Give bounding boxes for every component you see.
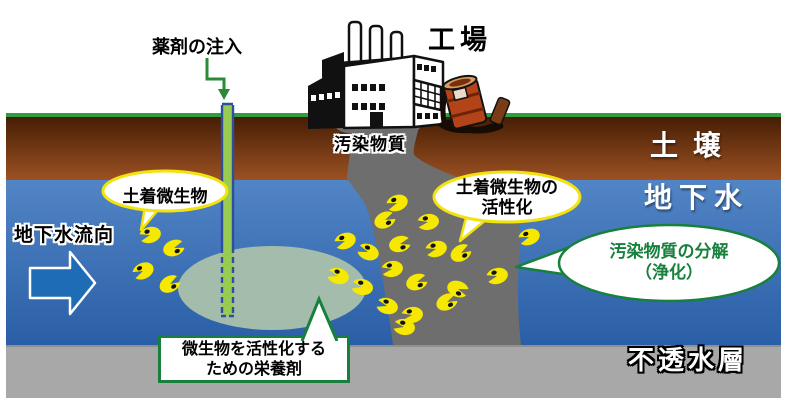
microbe-icon — [389, 235, 411, 253]
microbe-icon — [163, 239, 185, 257]
pollutant-label: 汚染物質 — [334, 135, 406, 155]
injection-pipe — [220, 102, 235, 318]
microbe-icon — [447, 280, 469, 298]
nutrient-pointer-icon — [300, 295, 339, 341]
microbe-icon — [327, 267, 349, 285]
microbe-icon — [334, 232, 356, 250]
microbe-icon — [357, 243, 379, 261]
microbe-icon — [386, 194, 408, 212]
flow-arrow-icon — [28, 250, 97, 316]
barrel-icon — [442, 74, 488, 130]
microbe-icon — [425, 240, 447, 258]
microbe-icon — [351, 278, 373, 296]
speech-bubble-native-microbes — [101, 169, 229, 232]
factory-icon — [308, 20, 445, 130]
microbe-icon — [132, 262, 154, 280]
microbe-icon — [450, 244, 472, 262]
pipe-screen — [220, 247, 235, 316]
microbe-icon — [436, 293, 458, 311]
injection-arrow-icon — [205, 58, 230, 100]
microbe-icon — [139, 226, 161, 244]
soil-label: 土壌 — [650, 129, 737, 162]
microbe-icon — [374, 211, 396, 229]
activation-line1: 土着微生物の — [456, 178, 558, 198]
flow-direction-label: 地下水流向 — [14, 224, 115, 246]
microbe-icon — [417, 213, 439, 231]
microbe-icon — [159, 275, 181, 293]
microbe-icon — [518, 228, 540, 246]
contaminant-plume — [347, 117, 521, 345]
native-microbes-callout-text: 土着微生物 — [122, 187, 208, 207]
impermeable-layer-label: 不透水層 — [628, 346, 749, 376]
decomposition-callout-text: 汚染物質の分解 （浄化） — [558, 242, 780, 284]
microbe-icon — [401, 306, 423, 324]
impermeable-layer — [6, 345, 781, 398]
decomposition-line2: （浄化） — [635, 263, 703, 283]
nutrient-label-line2: ための栄養剤 — [205, 359, 302, 378]
microbes-layer — [132, 194, 540, 336]
injection-label: 薬剤の注入 — [152, 37, 242, 58]
activation-callout-text: 土着微生物の 活性化 — [434, 178, 580, 218]
nutrient-label-line1: 微生物を活性化する — [181, 339, 326, 358]
decomposition-line1: 汚染物質の分解 — [609, 242, 729, 262]
activation-line2: 活性化 — [481, 198, 533, 218]
plank-icon — [489, 96, 511, 126]
microbe-icon — [406, 273, 428, 291]
groundwater-label: 地下水 — [644, 181, 750, 214]
microbe-icon — [486, 267, 508, 285]
speech-bubble-decomposition — [514, 223, 781, 303]
microbe-icon — [393, 318, 415, 336]
speech-bubble-activation — [432, 170, 582, 243]
microbe-icon — [381, 260, 403, 278]
microbe-icon — [376, 297, 398, 315]
nutrient-label-box: 微生物を活性化する ための栄養剤 — [158, 335, 350, 383]
factory-label: 工場 — [428, 25, 492, 56]
